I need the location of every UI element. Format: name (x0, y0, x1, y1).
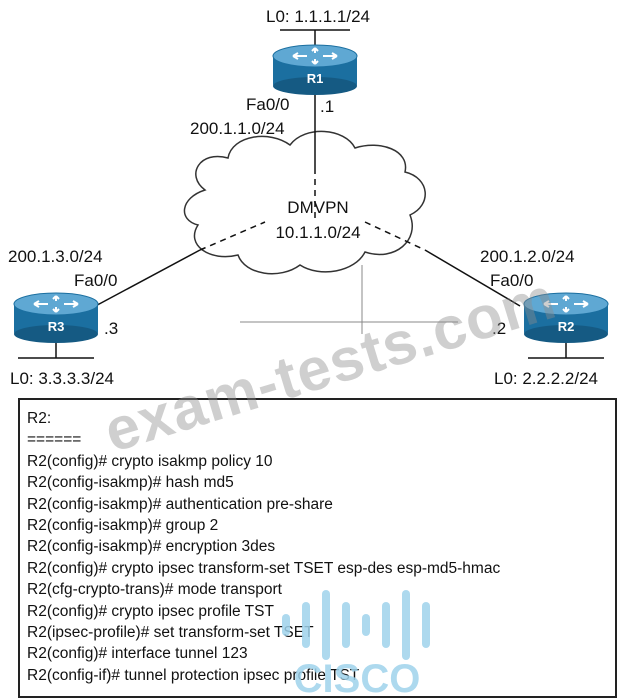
network-topology: R1 R3 R2 L0: 1.1.1.1/24 Fa0/0 .1 200.1.1… (8, 7, 609, 388)
r1-interface-label: Fa0/0 (246, 95, 289, 114)
config-line: R2(config-if)# tunnel protection ipsec p… (27, 666, 360, 684)
router-r3-icon: R3 (13, 292, 99, 343)
r3-loopback-label: L0: 3.3.3.3/24 (10, 369, 114, 388)
router-r1-icon: R1 (272, 44, 358, 95)
link-r3-tunnel (199, 221, 266, 251)
r1-subnet-label: 200.1.1.0/24 (190, 119, 285, 138)
cloud-name-label: DMVPN (287, 198, 348, 217)
config-line: R2(config)# crypto ipsec profile TST (27, 602, 274, 620)
link-r2-tunnel (364, 221, 426, 251)
r3-subnet-label: 200.1.3.0/24 (8, 247, 103, 266)
config-line: R2(config)# crypto isakmp policy 10 (27, 452, 273, 470)
r2-subnet-label: 200.1.2.0/24 (480, 247, 575, 266)
router-r2-name: R2 (558, 319, 575, 334)
r1-host-label: .1 (320, 97, 334, 116)
config-line: R2(config-isakmp)# authentication pre-sh… (27, 495, 333, 513)
cloud-network-label: 10.1.1.0/24 (275, 223, 360, 242)
router-r2-icon: R2 (523, 292, 609, 343)
config-line: R2: (27, 410, 52, 427)
link-r2-solid (424, 249, 521, 307)
r3-host-label: .3 (104, 319, 118, 338)
config-line: R2(config-isakmp)# hash md5 (27, 474, 234, 492)
config-line: R2(cfg-crypto-trans)# mode transport (27, 581, 282, 599)
link-r3-solid (87, 249, 201, 311)
config-line: R2(config-isakmp)# encryption 3des (27, 538, 276, 556)
r2-host-label: .2 (492, 319, 506, 338)
r1-loopback-label: L0: 1.1.1.1/24 (266, 7, 370, 26)
config-lines: R2: ====== R2(config)# crypto isakmp polic… (27, 408, 500, 686)
dmvpn-cloud (183, 130, 426, 275)
config-line: ====== (27, 431, 82, 449)
r2-loopback-label: L0: 2.2.2.2/24 (494, 369, 598, 388)
config-line: R2(ipsec-profile)# set transform-set TSE… (27, 624, 314, 642)
router-r1-name: R1 (307, 71, 324, 86)
config-panel: R2: ====== R2(config)# crypto isakmp polic… (18, 398, 617, 698)
r3-interface-label: Fa0/0 (74, 271, 117, 290)
config-line: R2(config)# crypto ipsec transform-set T… (27, 559, 501, 577)
r2-interface-label: Fa0/0 (490, 271, 533, 290)
config-line: R2(config-isakmp)# group 2 (27, 517, 219, 535)
config-line: R2(config)# interface tunnel 123 (27, 645, 248, 663)
router-r3-name: R3 (48, 319, 65, 334)
